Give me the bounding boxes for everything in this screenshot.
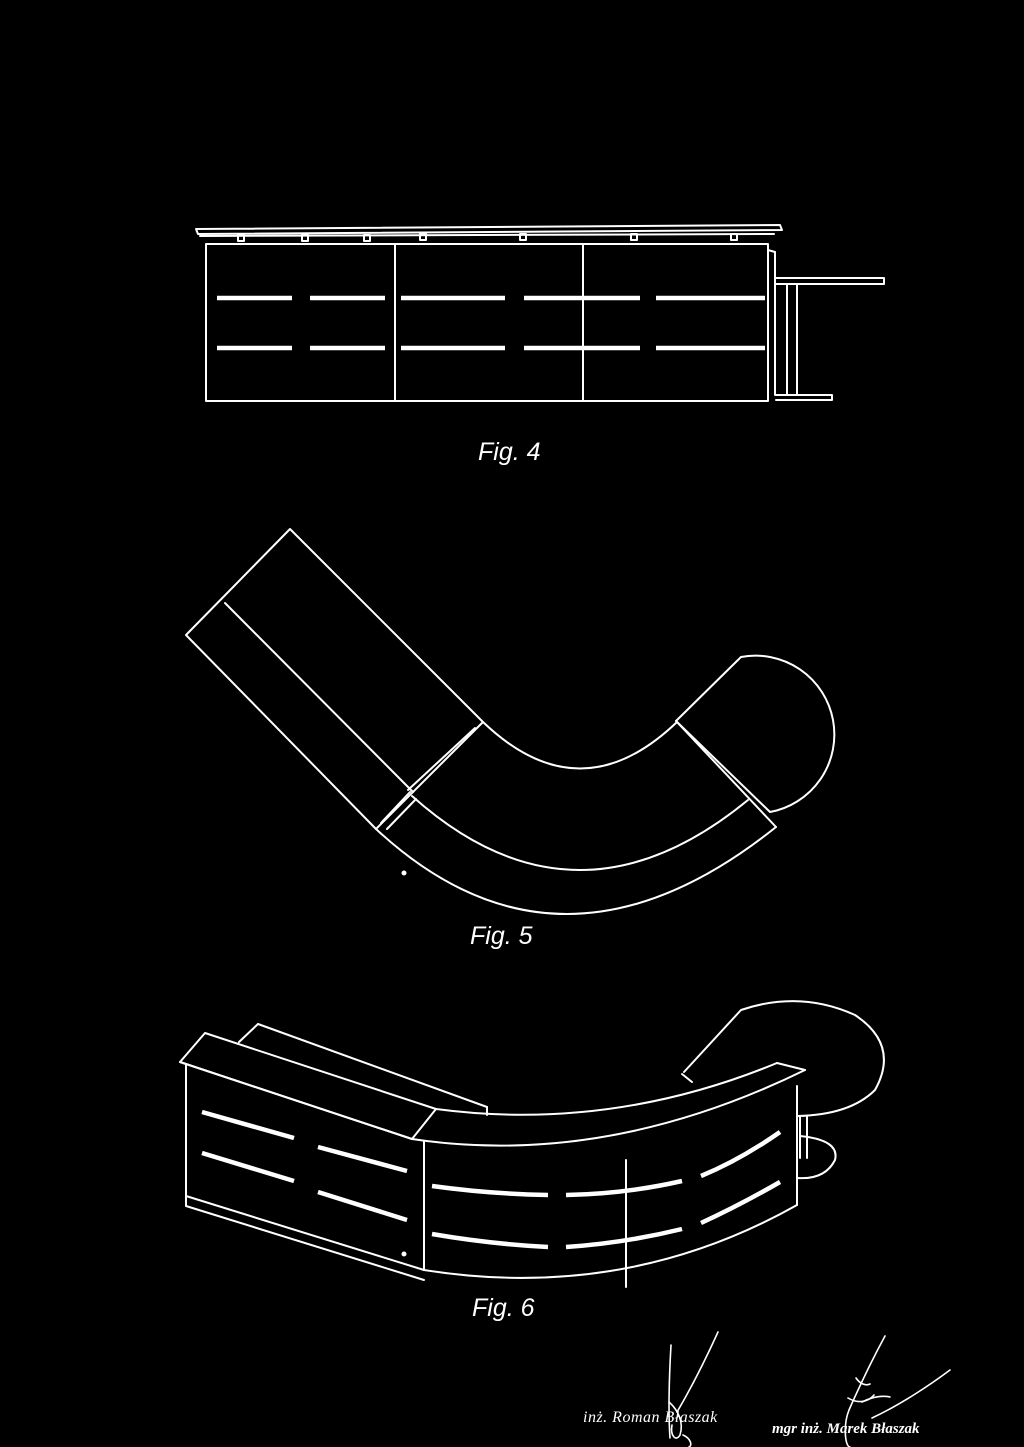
fig4-cabinet-body (205, 243, 769, 402)
fig6-front-left-panel (185, 1064, 425, 1271)
fig6-top-left (179, 1032, 437, 1140)
fig4-side-table (775, 277, 885, 401)
fig6-round-side-table (683, 1000, 885, 1117)
fig6-top-curve (411, 1069, 806, 1147)
fig4-front-elevation (195, 224, 885, 402)
fig4-top-supports (237, 233, 738, 242)
fig5-caption: Fig. 5 (470, 922, 533, 950)
fig5-curved-section-inner (482, 721, 678, 770)
fig4-countertop (195, 224, 783, 235)
fig5-curved-section-outer (375, 826, 777, 915)
signature-name-roman: inż. Roman Błaszak (583, 1409, 718, 1426)
signature-marek (844, 1335, 951, 1447)
fig4-drawer-handles (217, 295, 765, 351)
signature-name-marek: mgr inż. Marek Błaszak (772, 1421, 920, 1437)
fig4-caption: Fig. 4 (478, 438, 541, 466)
signature-roman (668, 1331, 719, 1447)
fig6-drawer-handles (201, 1109, 782, 1250)
fig5-top-plan (185, 528, 836, 915)
fig6-perspective (179, 1000, 885, 1288)
fig6-caption: Fig. 6 (472, 1294, 535, 1322)
fig5-straight-section (185, 528, 484, 830)
fig5-round-side-table (675, 654, 836, 813)
